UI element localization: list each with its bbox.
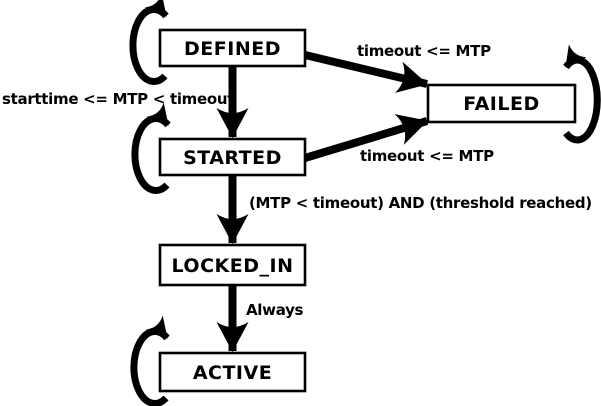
- edge-label-defined-to-started: starttime <= MTP < timeout: [2, 90, 234, 108]
- state-started-box: [158, 137, 307, 177]
- state-started: STARTED: [158, 137, 307, 177]
- state-defined-label: DEFINED: [184, 38, 281, 60]
- edge-label-started-to-failed: timeout <= MTP: [360, 147, 494, 165]
- state-failed: FAILED: [426, 83, 577, 124]
- self-loop-active: [130, 315, 170, 406]
- state-failed-label: FAILED: [463, 93, 539, 115]
- state-locked-in-box: [158, 243, 307, 287]
- state-active: ACTIVE: [158, 351, 307, 393]
- self-loop-failed: [563, 44, 601, 144]
- state-started-label: STARTED: [183, 147, 282, 169]
- edge-label-lockedin-to-active: Always: [246, 301, 304, 319]
- arrow-started-to-failed: [303, 114, 429, 162]
- state-locked-in-label: LOCKED_IN: [172, 255, 294, 277]
- edge-label-started-to-lockedin: (MTP < timeout) AND (threshold reached): [249, 194, 592, 212]
- state-defined: DEFINED: [158, 28, 307, 68]
- self-loop-defined: [129, 0, 169, 85]
- state-active-label: ACTIVE: [193, 362, 272, 384]
- state-failed-box: [426, 83, 577, 124]
- edge-label-defined-to-failed: timeout <= MTP: [357, 42, 491, 60]
- state-active-box: [158, 351, 307, 393]
- self-loop-started: [131, 102, 171, 194]
- state-locked-in: LOCKED_IN: [158, 243, 307, 287]
- state-defined-box: [158, 28, 307, 68]
- arrow-defined-to-failed: [304, 51, 428, 93]
